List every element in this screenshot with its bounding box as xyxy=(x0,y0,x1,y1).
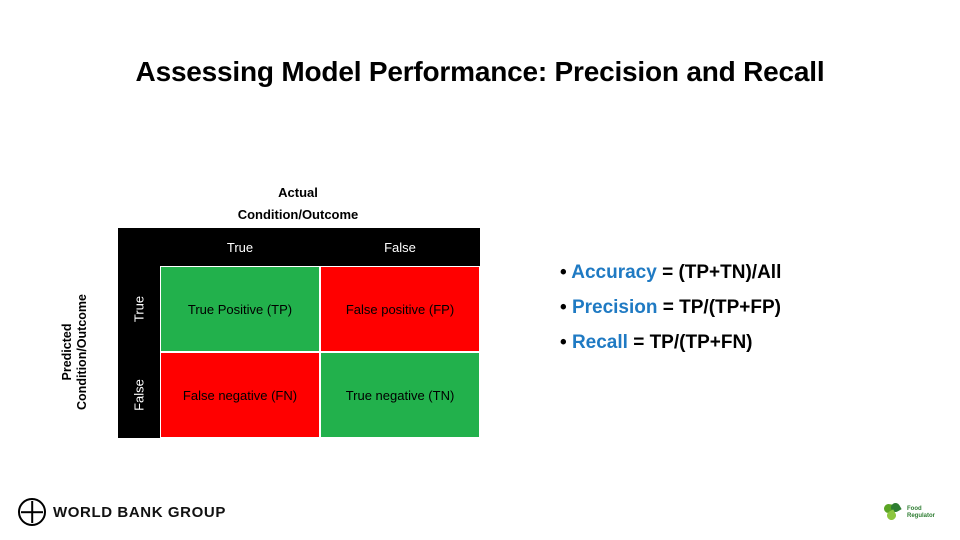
metric-accuracy: • Accuracy = (TP+TN)/All xyxy=(560,255,940,290)
column-header-false: False xyxy=(320,228,480,266)
actual-header-line1: Actual xyxy=(278,185,318,200)
confusion-matrix: True True Positive (TP) False positive (… xyxy=(118,266,480,438)
actual-condition-header: Actual Condition/Outcome xyxy=(122,182,474,226)
actual-header-line2: Condition/Outcome xyxy=(237,207,359,222)
cell-false-negative: False negative (FN) xyxy=(160,352,320,438)
matrix-row-false: False False negative (FN) True negative … xyxy=(118,352,480,438)
metric-accuracy-term: Accuracy xyxy=(571,262,657,283)
bullet-icon: • xyxy=(560,332,567,353)
metrics-list: • Accuracy = (TP+TN)/All • Precision = T… xyxy=(560,255,940,360)
metric-precision-formula: = TP/(TP+FP) xyxy=(662,297,782,318)
row-header-false: False xyxy=(118,352,160,438)
world-bank-logo: WORLD BANK GROUP xyxy=(18,498,226,526)
metric-precision-term: Precision xyxy=(571,297,658,318)
predicted-header-line2: Condition/Outcome xyxy=(75,294,89,410)
metric-precision: • Precision = TP/(TP+FP) xyxy=(560,290,940,325)
metric-recall: • Recall = TP/(TP+FN) xyxy=(560,325,940,360)
partner-logo: Food Regulator xyxy=(883,496,948,530)
matrix-row-true: True True Positive (TP) False positive (… xyxy=(118,266,480,352)
matrix-column-header-row: True False xyxy=(118,228,480,266)
partner-logo-line2: Regulator xyxy=(907,513,936,519)
bullet-icon: • xyxy=(560,262,567,283)
metric-recall-term: Recall xyxy=(571,332,628,353)
metric-recall-formula: = TP/(TP+FN) xyxy=(633,332,753,353)
leaf-icon xyxy=(883,501,904,523)
predicted-condition-header: Predicted Condition/Outcome xyxy=(60,266,89,438)
cell-true-positive: True Positive (TP) xyxy=(160,266,320,352)
cell-false-positive: False positive (FP) xyxy=(320,266,480,352)
matrix-corner-cell xyxy=(118,228,160,266)
globe-icon xyxy=(18,498,46,526)
cell-true-negative: True negative (TN) xyxy=(320,352,480,438)
world-bank-logo-text: WORLD BANK GROUP xyxy=(53,503,226,521)
column-header-true: True xyxy=(160,228,320,266)
row-header-false-label: False xyxy=(131,379,147,411)
partner-logo-text: Food Regulator xyxy=(907,506,935,520)
metric-accuracy-formula: = (TP+TN)/All xyxy=(662,262,782,283)
predicted-header-line1: Predicted xyxy=(60,323,74,381)
row-header-true: True xyxy=(118,266,160,352)
bullet-icon: • xyxy=(560,297,567,318)
partner-logo-line1: Food xyxy=(907,506,922,512)
row-header-true-label: True xyxy=(131,295,147,323)
page-title: Assessing Model Performance: Precision a… xyxy=(135,56,825,87)
